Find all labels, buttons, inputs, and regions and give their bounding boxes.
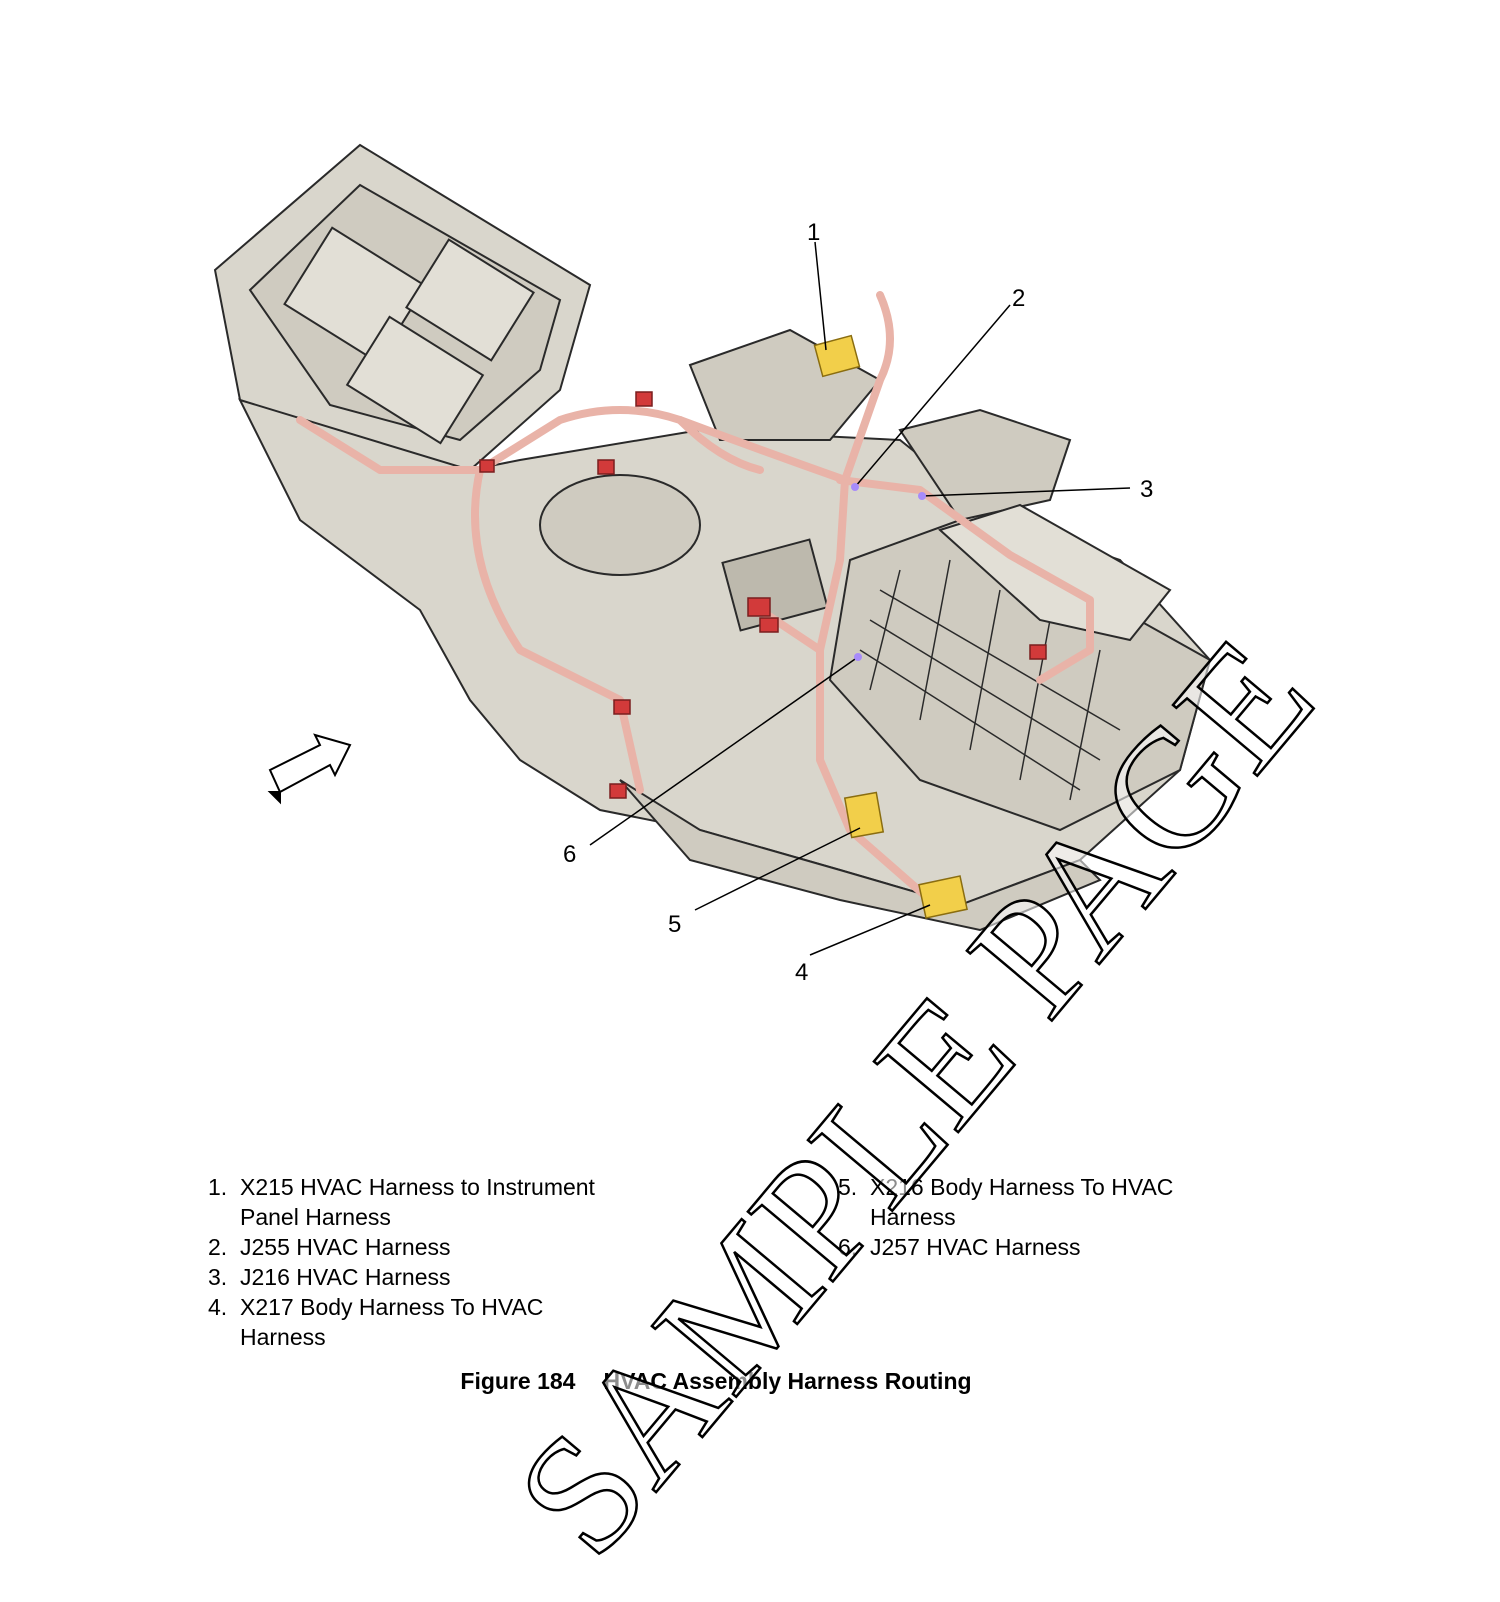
legend-item: 5. X216 Body Harness To HVAC Harness [838, 1172, 1230, 1232]
figure-number: Figure 184 [460, 1368, 576, 1394]
legend-item: 2. J255 HVAC Harness [208, 1232, 600, 1262]
callout-4: 4 [795, 959, 808, 986]
legend-text: X216 Body Harness To HVAC Harness [870, 1174, 1174, 1230]
connector-x217 [918, 875, 968, 919]
legend-number: 1. [208, 1174, 228, 1200]
legend-item: 1. X215 HVAC Harness to Instrument Panel … [208, 1172, 600, 1232]
legend-text: X217 Body Harness To HVAC Harness [240, 1294, 544, 1350]
legend-item: 4. X217 Body Harness To HVAC Harness [208, 1292, 600, 1352]
figure-title: HVAC Assembly Harness Routing [603, 1368, 972, 1394]
callout-5: 5 [668, 911, 681, 938]
legend-text: X215 HVAC Harness to Instrument Panel Ha… [240, 1174, 595, 1230]
leader-points [851, 483, 926, 661]
red-connectors [479, 391, 1047, 799]
legend-number: 5. [838, 1174, 858, 1200]
legend-item: 3. J216 HVAC Harness [208, 1262, 600, 1292]
legend-text: J257 HVAC Harness [870, 1234, 1081, 1260]
legend-right: 5. X216 Body Harness To HVAC Harness 6. J2… [838, 1172, 1230, 1262]
legend-number: 2. [208, 1234, 228, 1260]
callout-3: 3 [1140, 476, 1153, 503]
hvac-housing [213, 143, 1212, 932]
legend-left: 1. X215 HVAC Harness to Instrument Panel … [208, 1172, 600, 1352]
legend-number: 3. [208, 1264, 228, 1290]
legend-text: J216 HVAC Harness [240, 1264, 451, 1290]
legend-number: 6. [838, 1234, 858, 1260]
legend-number: 4. [208, 1294, 228, 1320]
callout-2: 2 [1012, 285, 1025, 312]
figure-caption: Figure 184 HVAC Assembly Harness Routing [0, 1368, 1460, 1395]
callout-6: 6 [563, 841, 576, 868]
legend-item: 6. J257 HVAC Harness [838, 1232, 1230, 1262]
yellow-connectors [813, 334, 968, 919]
legend-text: J255 HVAC Harness [240, 1234, 451, 1260]
front-arrow-icon [267, 733, 352, 805]
callout-1: 1 [807, 219, 820, 246]
connector-x216 [843, 791, 885, 839]
callout-leaders [589, 241, 1131, 956]
wire-harness [296, 291, 1094, 904]
